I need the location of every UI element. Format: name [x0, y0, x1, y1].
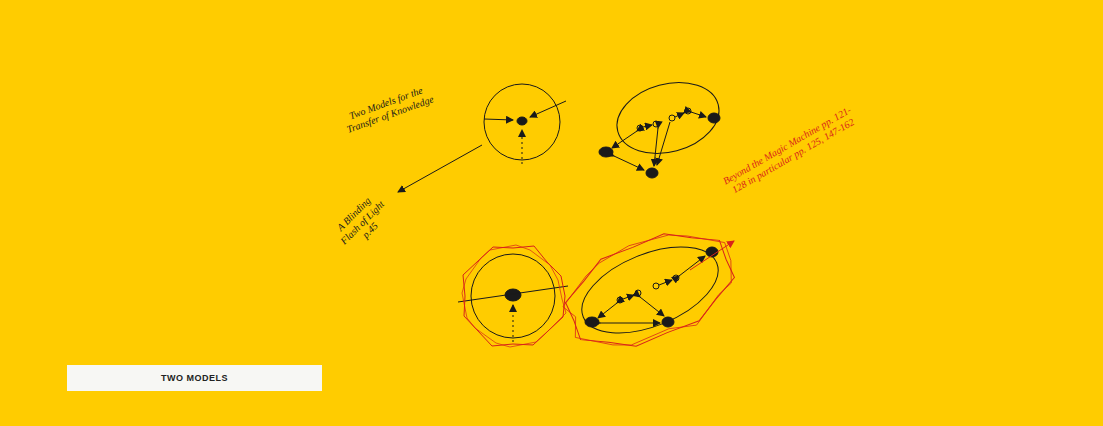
handwritten-note: A Blinding Flash of Light p.45	[328, 188, 396, 256]
caption-text: TWO MODELS	[161, 373, 228, 383]
caption-strip: TWO MODELS	[67, 365, 322, 391]
red-annotation: Beyond the Magic Machine pp. 121-128 in …	[719, 103, 860, 198]
handwritten-title: Two Models for the Transfer of Knowledge	[331, 78, 444, 138]
